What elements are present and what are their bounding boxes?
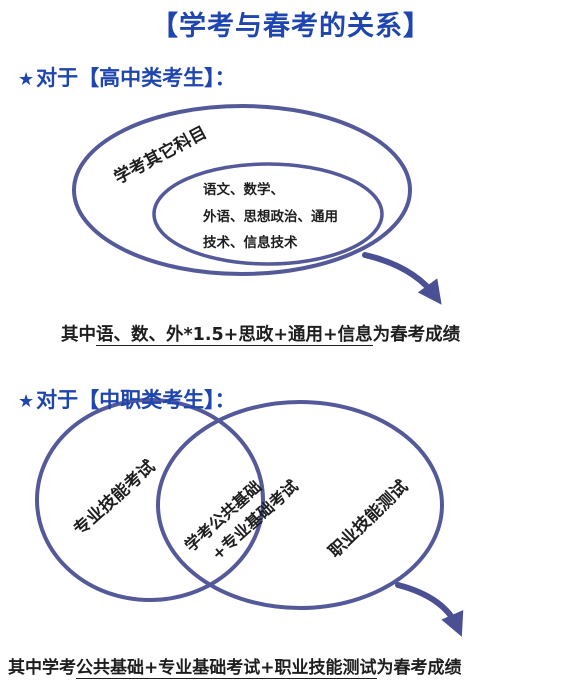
inner-line-2: 外语、思想政治、通用	[203, 208, 338, 225]
arrow-icon	[395, 582, 464, 637]
inner-line-1: 语文、数学、	[203, 181, 284, 198]
star-icon: ★	[18, 391, 35, 412]
right-circle	[156, 400, 444, 610]
left-circle	[35, 398, 265, 602]
summary-underlined: 公共基础+专业基础考试+职业技能测试	[76, 658, 377, 679]
inner-line-3: 技术、信息技术	[203, 234, 298, 251]
left-label: 专业技能考试	[69, 456, 159, 540]
outer-ellipse	[72, 104, 412, 276]
diagram-high-school: 学考其它科目 语文、数学、 外语、思想政治、通用 技术、信息技术	[72, 104, 442, 305]
section-heading-vocational: ★对于【中职类考生】：	[18, 384, 236, 414]
heading-text: 对于【中职类考生】：	[36, 388, 236, 412]
summary-suffix: 为春考成绩	[372, 325, 461, 345]
summary-vocational: 其中学考公共基础+专业基础考试+职业技能测试为春考成绩	[8, 653, 462, 679]
arrow-icon	[362, 252, 442, 305]
page-title: 【学考与春考的关系】	[151, 11, 431, 42]
summary-high-school: 其中语、数、外*1.5+思政+通用+信息为春考成绩	[61, 321, 460, 346]
summary-suffix: 为春考成绩	[376, 658, 462, 678]
inner-ellipse	[152, 162, 384, 266]
right-label: 职业技能测试	[324, 476, 412, 562]
star-icon: ★	[18, 69, 35, 90]
diagram-vocational: 专业技能考试 学考公共基础 +专业基础考试 职业技能测试	[35, 398, 464, 637]
section-heading-high-school: ★对于【高中类考生】：	[18, 62, 236, 92]
summary-underlined: 语、数、外*1.5+思政+通用+信息	[96, 325, 373, 346]
outer-label: 学考其它科目	[110, 122, 210, 188]
heading-text: 对于【高中类考生】：	[36, 66, 236, 90]
summary-prefix: 其中学考	[8, 658, 76, 678]
summary-prefix: 其中	[61, 325, 96, 345]
